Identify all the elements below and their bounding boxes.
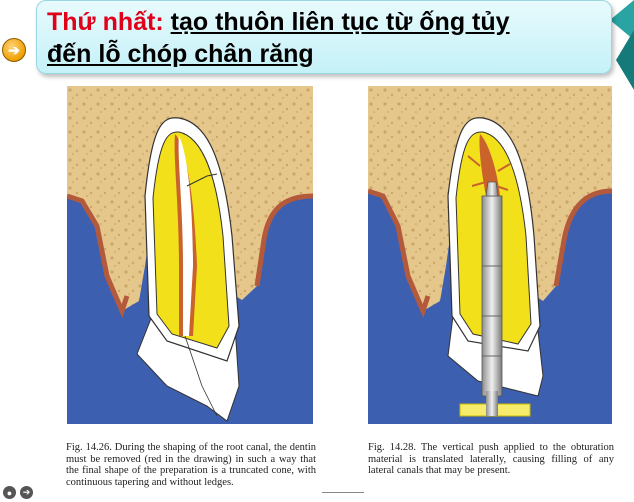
figure-caption-right: Fig. 14.28. The vertical push applied to… (368, 442, 614, 476)
slide-nav-controls: ● ➔ (3, 486, 33, 499)
figure-caption-left: Fig. 14.26. During the shaping of the ro… (66, 442, 316, 488)
slide-title-box: Thứ nhất: tạo thuôn liên tục từ ống tủy … (36, 0, 612, 74)
figure-right-vertical-obturation (368, 86, 612, 424)
divider-line (322, 492, 364, 493)
title-text-2: đến lỗ chóp chân răng (47, 40, 314, 68)
arrow-icon[interactable]: ➔ (20, 486, 33, 499)
title-prefix: Thứ nhất: (47, 8, 164, 36)
title-line-2: đến lỗ chóp chân răng (47, 39, 314, 69)
title-line-1: Thứ nhất: tạo thuôn liên tục từ ống tủy (47, 7, 510, 37)
corner-decoration (610, 0, 634, 90)
title-text-1: tạo thuôn liên tục từ ống tủy (170, 8, 510, 36)
circle-dot-icon[interactable]: ● (3, 486, 16, 499)
figure-left-root-canal-shaping (67, 86, 313, 424)
next-slide-arrow-icon[interactable]: ➔ (2, 38, 26, 62)
